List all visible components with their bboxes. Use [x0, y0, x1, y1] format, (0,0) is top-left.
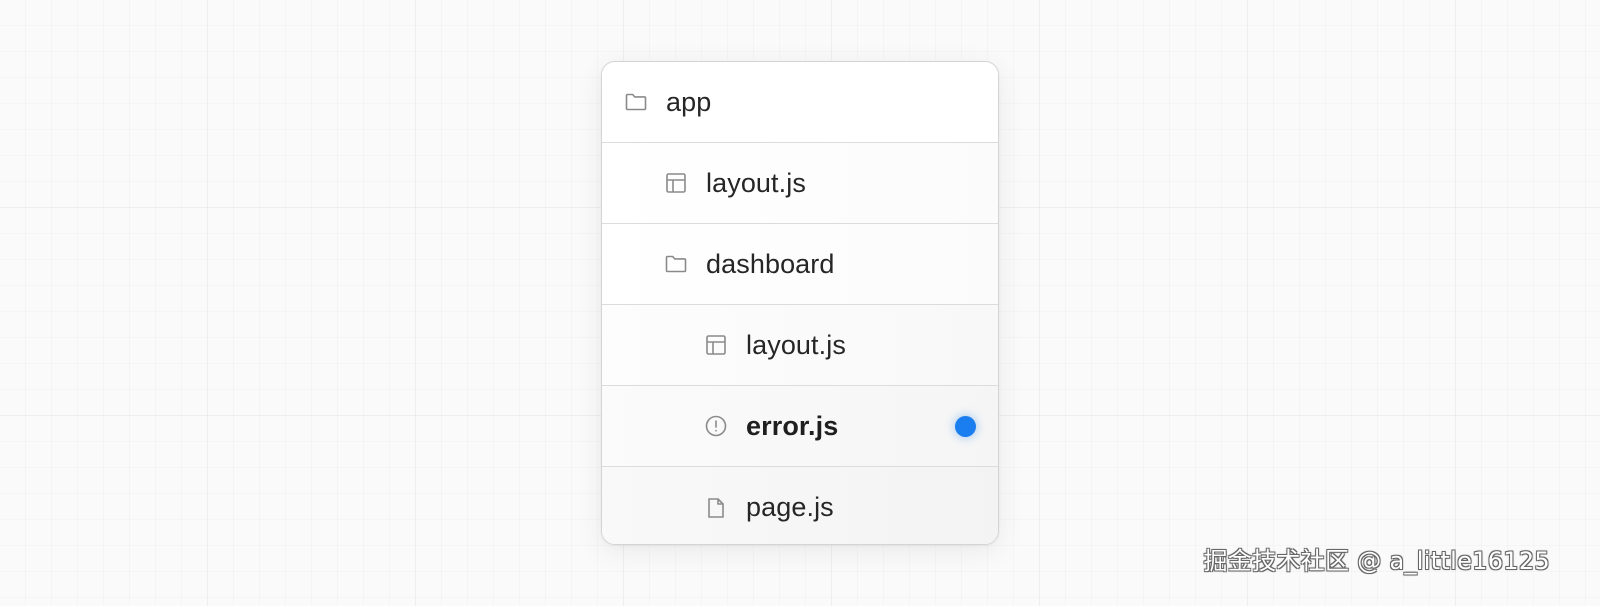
tree-row-dashboard[interactable]: dashboard	[602, 224, 998, 305]
folder-icon	[624, 90, 648, 114]
tree-row-label: page.js	[746, 492, 834, 522]
watermark-text: 掘金技术社区 @ a_little16125	[1203, 547, 1550, 575]
tree-row-app[interactable]: app	[602, 62, 998, 143]
error-icon	[704, 414, 728, 438]
tree-row-label: error.js	[746, 410, 839, 441]
tree-row-label: layout.js	[746, 329, 846, 360]
tree-row-label: layout.js	[706, 167, 806, 198]
tree-row-dashboard-layout-js[interactable]: layout.js	[602, 305, 998, 386]
layout-icon	[664, 171, 688, 195]
layout-icon	[704, 333, 728, 357]
status-dot	[955, 416, 976, 437]
file-icon	[704, 496, 728, 520]
tree-row-error-js[interactable]: error.js	[602, 386, 998, 467]
tree-row-label: dashboard	[706, 248, 835, 279]
tree-row-layout-js[interactable]: layout.js	[602, 143, 998, 224]
file-tree-card: app layout.js dashboard layout.j	[601, 61, 999, 545]
tree-row-page-js[interactable]: page.js	[602, 467, 998, 544]
folder-icon	[664, 252, 688, 276]
tree-row-label: app	[666, 86, 712, 117]
